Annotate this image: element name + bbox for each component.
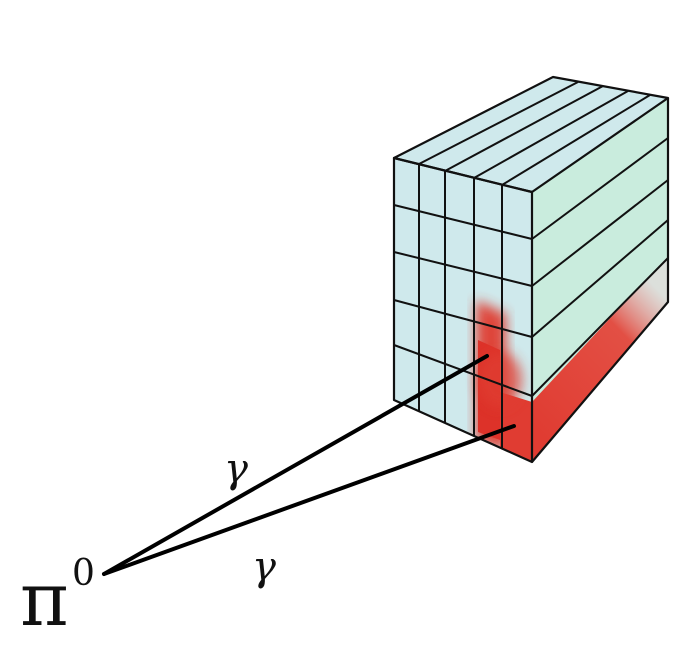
front-energy-deposit — [476, 300, 532, 462]
photon-trajectories — [102, 354, 516, 576]
photon-label-upper: γ — [224, 446, 248, 492]
photon-track-upper — [102, 354, 489, 576]
side-energy-deposit — [532, 256, 668, 462]
calorimeter-outline — [392, 75, 670, 464]
particle-superscript: 0 — [72, 553, 95, 594]
calorimeter-top-face — [394, 77, 668, 192]
photon-track-lower — [102, 424, 516, 576]
particle-label: π — [20, 557, 69, 643]
calorimeter-block — [392, 75, 670, 464]
photon-label-lower: γ — [252, 544, 276, 590]
